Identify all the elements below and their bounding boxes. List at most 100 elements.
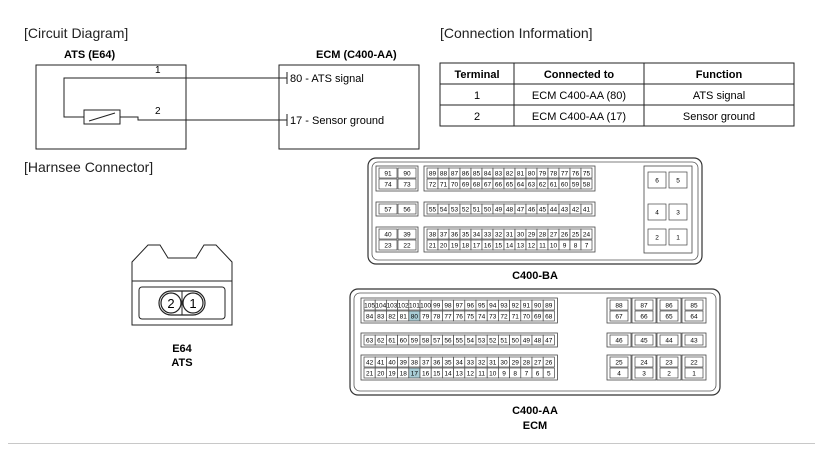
connector-pin: 31: [503, 228, 516, 240]
pin-block-frame: [375, 165, 419, 192]
pin-number: 99: [433, 303, 441, 310]
connector-pin: 87: [448, 167, 461, 179]
pin-number: 64: [690, 314, 698, 321]
connector-pin: 68: [470, 178, 483, 190]
pin-number: 1: [692, 371, 696, 378]
connector-pin: 67: [609, 310, 629, 322]
pin-number: 5: [676, 178, 680, 185]
pin-block-frame: [606, 297, 632, 324]
connector-pin: 48: [503, 203, 516, 215]
connector-pin: 2: [659, 367, 679, 379]
pin-number: 20: [377, 371, 385, 378]
pin-number: 91: [523, 303, 531, 310]
connector-pin: 4: [647, 203, 667, 221]
pin-number: 22: [690, 360, 698, 367]
pin-number: 35: [444, 360, 452, 367]
pin-block-frame: [631, 297, 657, 324]
pin-number: 3: [642, 371, 646, 378]
pin-number: 8: [574, 243, 578, 250]
pin-number: 15: [495, 243, 503, 250]
connector-pin: 83: [492, 167, 505, 179]
connector-pin: 33: [464, 356, 477, 368]
pin-number: 88: [440, 171, 448, 178]
ecm-line-80: 80 - ATS signal: [290, 73, 364, 85]
connector-pin: 50: [481, 203, 494, 215]
pin-number: 60: [561, 182, 569, 189]
pin-number: 84: [366, 314, 374, 321]
pin-number: 48: [534, 338, 542, 345]
connector-pin: 46: [609, 334, 629, 346]
harness-connector-title: [Harnsee Connector]: [24, 159, 153, 175]
pin-number: 54: [467, 338, 475, 345]
pin-number: 6: [655, 178, 659, 185]
connector-pin: 10: [547, 239, 560, 251]
pin-number: 51: [500, 338, 508, 345]
connector-pin: 63: [363, 334, 376, 346]
pin-number: 8: [513, 371, 517, 378]
pin-block-frame: [681, 354, 707, 381]
connector-pin: 104: [374, 299, 387, 311]
table-cell: 1: [474, 90, 480, 102]
connector-pin: 91: [378, 167, 398, 179]
connector-pin: 82: [503, 167, 516, 179]
pin-number: 105: [364, 303, 375, 310]
pin-block-frame: [360, 297, 558, 324]
connector-pin: 76: [453, 310, 466, 322]
connector-pin: 29: [509, 356, 522, 368]
connector-pin: 88: [609, 299, 629, 311]
table-header-cell: Function: [696, 69, 743, 81]
connector-pin: 9: [498, 367, 510, 379]
connector-pin: 80: [525, 167, 538, 179]
connector-pin: 51: [498, 334, 510, 346]
table-header-cell: Connected to: [544, 69, 615, 81]
connector-pin: 4: [609, 367, 629, 379]
connector-pin: 23: [378, 239, 398, 251]
connector-pin: 71: [509, 310, 522, 322]
pin-number: 62: [377, 338, 385, 345]
connector-pin: 66: [634, 310, 654, 322]
pin-number: 43: [690, 338, 698, 345]
pin-number: 88: [615, 303, 623, 310]
connector-pin: 11: [475, 367, 488, 379]
connector-pin: 87: [634, 299, 654, 311]
pin-block-frame: [360, 332, 558, 348]
connector-pin: 81: [397, 310, 410, 322]
pin-number: 98: [444, 303, 452, 310]
pin-number: 61: [388, 338, 396, 345]
connector-pin: 60: [397, 334, 410, 346]
pin-block-frame: [681, 332, 707, 348]
connector-pin: 7: [580, 239, 593, 251]
pin-number: 48: [506, 207, 514, 214]
pin-number: 11: [478, 371, 485, 378]
connector-pin: 27: [531, 356, 544, 368]
pin-number: 40: [384, 232, 392, 239]
pin-number: 23: [665, 360, 673, 367]
pin-number: 78: [550, 171, 558, 178]
connector-pin: 59: [569, 178, 582, 190]
connector-pin: 84: [481, 167, 494, 179]
pin-number: 49: [523, 338, 531, 345]
connector-pin: 18: [397, 367, 410, 379]
connector-pin: 36: [430, 356, 443, 368]
connector-pin: 13: [514, 239, 527, 251]
pin-number: 57: [433, 338, 441, 345]
ats-internal-wire-2: [120, 116, 186, 121]
connector-pin: 79: [536, 167, 549, 179]
connector-pin: 41: [580, 203, 593, 215]
pin-number: 27: [534, 360, 542, 367]
connector-pin: 26: [558, 228, 571, 240]
pin-number: 74: [384, 182, 392, 189]
connector-pin: 1: [668, 228, 688, 246]
connector-pin: 75: [464, 310, 477, 322]
connector-pin: 49: [492, 203, 505, 215]
connector-pin: 71: [437, 178, 450, 190]
pin-number: 14: [444, 371, 452, 378]
pin-number: 36: [433, 360, 441, 367]
pin-number: 60: [400, 338, 408, 345]
pin-number: 15: [433, 371, 441, 378]
connector-pin: 86: [459, 167, 472, 179]
connector-pin: 44: [547, 203, 560, 215]
pin-number: 2: [667, 371, 671, 378]
connector-pin: 51: [470, 203, 483, 215]
